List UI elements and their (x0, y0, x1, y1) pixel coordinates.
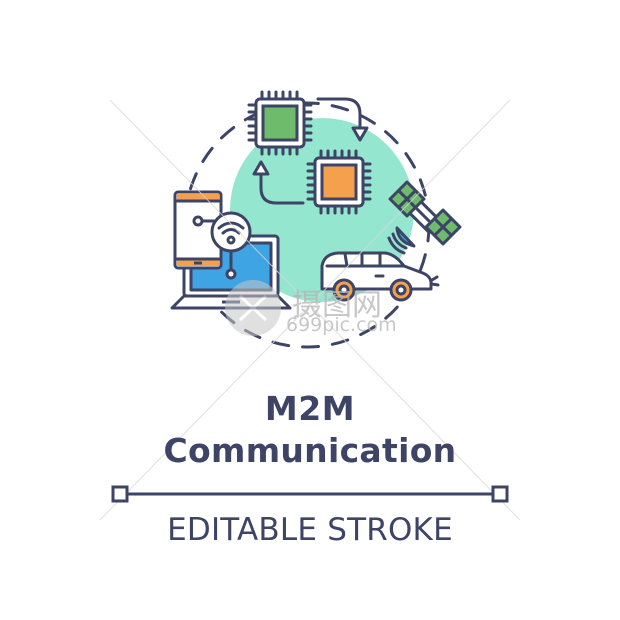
watermark-lines (99, 99, 521, 521)
smartphone-icon (173, 190, 223, 270)
editable-stroke-line (111, 485, 509, 503)
watermark-url: 699pic.com (286, 314, 397, 336)
microchip-orange-icon (306, 149, 372, 215)
satellite-icon (387, 180, 462, 255)
title-line-2: Communication (163, 431, 457, 470)
watermark-logo-icon (225, 280, 281, 336)
title-line-1: M2M (264, 389, 356, 428)
watermark-text-cn: 摄图网 (292, 288, 382, 323)
wifi-icon (192, 211, 252, 280)
subtitle: EDITABLE STROKE (167, 512, 453, 548)
microchip-green-icon (247, 90, 313, 156)
car-icon (320, 251, 440, 302)
cycle-arrow-icon (252, 97, 369, 205)
